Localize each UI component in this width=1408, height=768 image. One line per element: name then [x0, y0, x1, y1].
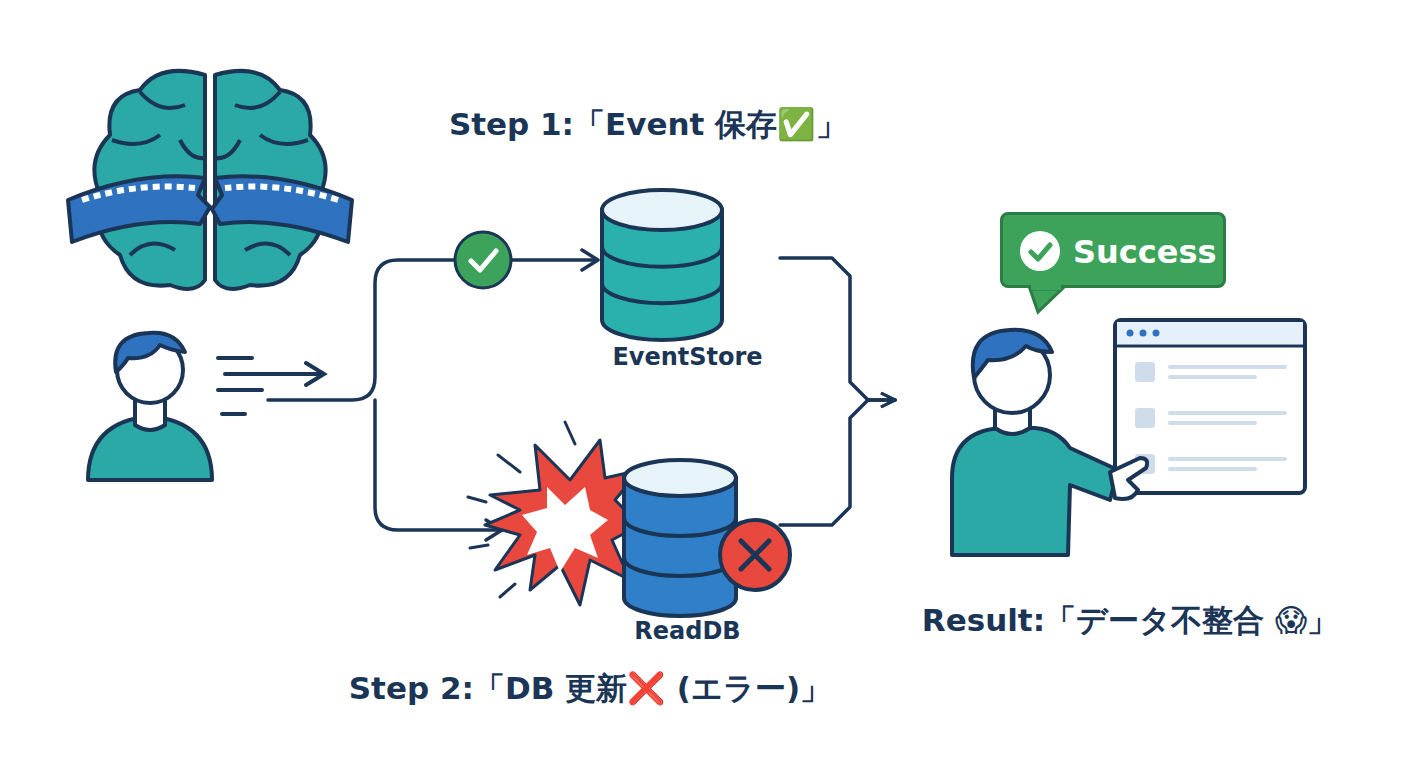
step-label: Step 2:「DB 更新❌ (エラー)」 — [310, 668, 870, 710]
user-figure — [115, 333, 185, 372]
node-label: Result:「データ不整合 😱」 — [895, 600, 1365, 642]
split-brain-illustration — [68, 176, 210, 242]
flow-arrow — [780, 400, 895, 525]
cylinder-outline — [602, 247, 722, 267]
explosion-burst — [468, 422, 640, 605]
browser-window — [1115, 345, 1305, 348]
result-figure: Result:「データ不整合 😱」 — [895, 318, 1365, 648]
node-label: ReadDB — [595, 617, 780, 645]
step-label: Step 1:「Event 保存✅」 — [398, 104, 898, 146]
split-brain-illustration — [68, 71, 352, 289]
browser-window — [1153, 330, 1160, 337]
user-figure — [1110, 458, 1147, 499]
motion-lines — [218, 388, 262, 392]
datastore-cylinder: ReadDB — [595, 450, 780, 650]
node-label: EventStore — [595, 343, 780, 371]
error-icon — [720, 520, 790, 590]
cylinder-outline — [624, 460, 736, 616]
browser-window — [1127, 330, 1134, 337]
browser-window — [1135, 408, 1155, 428]
bubble-tail — [1030, 289, 1062, 312]
cylinder-outline — [624, 518, 736, 536]
split-brain-illustration — [105, 92, 315, 255]
user-figure — [88, 333, 212, 480]
browser-window — [1117, 322, 1303, 344]
explosion-burst — [468, 422, 575, 597]
branch-connector — [375, 400, 500, 530]
branch-connector — [582, 250, 598, 270]
split-brain-illustration — [82, 187, 195, 201]
cylinder-outline — [602, 190, 722, 340]
success-check-icon — [471, 251, 496, 270]
browser-window — [1140, 330, 1147, 337]
error-icon — [741, 541, 769, 569]
motion-lines — [222, 412, 245, 416]
datastore-cylinder: EventStore — [595, 185, 780, 375]
browser-window — [1170, 413, 1285, 423]
explosion-burst — [522, 487, 608, 572]
flow-arrow — [780, 258, 895, 400]
user-figure — [952, 330, 1147, 555]
bubble-tail — [1031, 284, 1061, 290]
error-icon — [720, 520, 790, 590]
motion-lines — [218, 356, 252, 360]
browser-window — [1170, 459, 1285, 469]
node-label: Success — [1073, 233, 1223, 271]
result-illustration — [952, 320, 1305, 555]
cylinder-outline — [624, 460, 736, 496]
result-illustration — [895, 318, 1365, 588]
browser-window — [1135, 362, 1155, 382]
check-icon — [1020, 231, 1060, 271]
split-brain-illustration — [225, 187, 338, 201]
split-brain-illustration — [212, 176, 352, 242]
success-check-icon — [455, 232, 511, 288]
motion-lines — [218, 358, 324, 414]
cylinder-outline — [602, 283, 722, 303]
motion-lines — [225, 363, 324, 385]
browser-window — [1170, 367, 1285, 377]
branch-connector — [268, 260, 596, 400]
cylinder-outline — [602, 190, 722, 230]
speech-bubble: Success — [1000, 212, 1226, 288]
success-check-icon — [455, 232, 511, 288]
user-figure — [952, 428, 1118, 555]
user-figure — [973, 330, 1052, 378]
check-icon — [1031, 245, 1050, 259]
